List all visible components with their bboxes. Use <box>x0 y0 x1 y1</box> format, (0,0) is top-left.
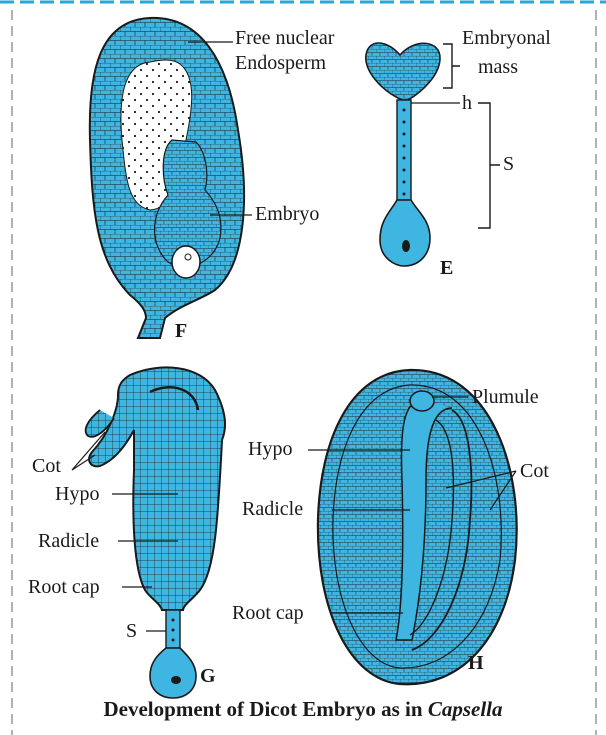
label-rootcap-g: Root cap <box>28 576 100 599</box>
caption-genus: Capsella <box>428 697 503 721</box>
label-endosperm: Endosperm <box>235 52 326 75</box>
label-mass: mass <box>478 56 518 79</box>
label-h: h <box>462 92 472 115</box>
label-suspensor-g: S <box>126 620 137 643</box>
label-hypo-h: Hypo <box>248 438 292 461</box>
label-hypo-g: Hypo <box>55 483 99 506</box>
figure-caption: Development of Dicot Embryo as in Capsel… <box>0 697 606 722</box>
label-radicle-h: Radicle <box>242 498 303 521</box>
figure-f-ovule <box>90 18 252 338</box>
label-plumule: Plumule <box>472 386 539 409</box>
label-cot-h: Cot <box>520 460 549 483</box>
label-figure-e: E <box>440 257 453 280</box>
label-cot-g: Cot <box>32 455 61 478</box>
caption-main: Development of Dicot Embryo as in <box>104 697 428 721</box>
label-figure-h: H <box>468 652 484 675</box>
label-embryo: Embryo <box>255 203 319 226</box>
label-radicle-g: Radicle <box>38 530 99 553</box>
figure-h-seed <box>308 370 517 684</box>
label-rootcap-h: Root cap <box>232 602 304 625</box>
label-free-nuclear: Free nuclear <box>235 27 334 50</box>
label-suspensor-e: S <box>503 153 514 176</box>
label-figure-g: G <box>200 665 216 688</box>
label-figure-f: F <box>175 320 187 343</box>
label-embryonal: Embryonal <box>462 27 551 50</box>
